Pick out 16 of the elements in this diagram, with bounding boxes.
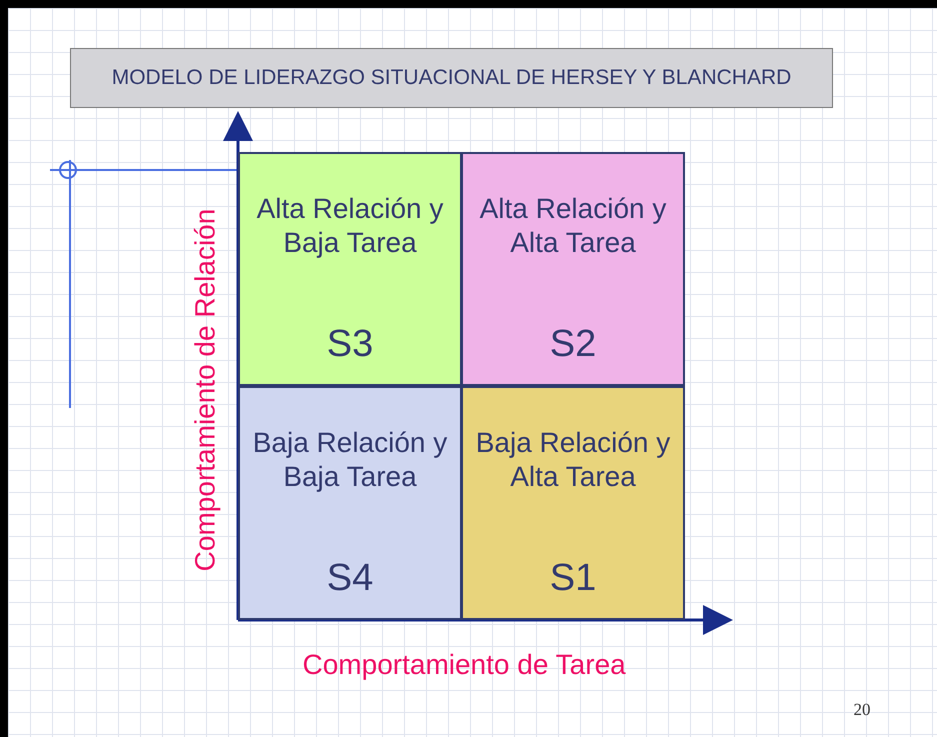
- style-code: S1: [548, 557, 598, 600]
- page-number: 20: [854, 700, 870, 720]
- style-code: S4: [326, 557, 374, 600]
- style-code: S2: [548, 323, 598, 366]
- quadrant-description: Baja Relación y Baja Tarea: [252, 426, 448, 494]
- quadrant-description: Alta Relación y Baja Tarea: [256, 192, 444, 260]
- axis-title: Comportamiento de Tarea: [302, 649, 626, 681]
- axis-title: Comportamiento de Relación: [188, 208, 221, 572]
- quadrant-box: [238, 152, 462, 386]
- style-code: S3: [326, 323, 374, 366]
- quadrant-description: Alta Relación y Alta Tarea: [478, 192, 668, 260]
- quadrant-description: Baja Relación y Alta Tarea: [474, 426, 672, 494]
- quadrant-box: [461, 152, 685, 386]
- quadrant-box: [461, 386, 685, 620]
- title-box: MODELO DE LIDERAZGO SITUACIONAL DE HERSEY Y BLANCHARD: [70, 48, 833, 108]
- quadrant-box: [238, 386, 462, 620]
